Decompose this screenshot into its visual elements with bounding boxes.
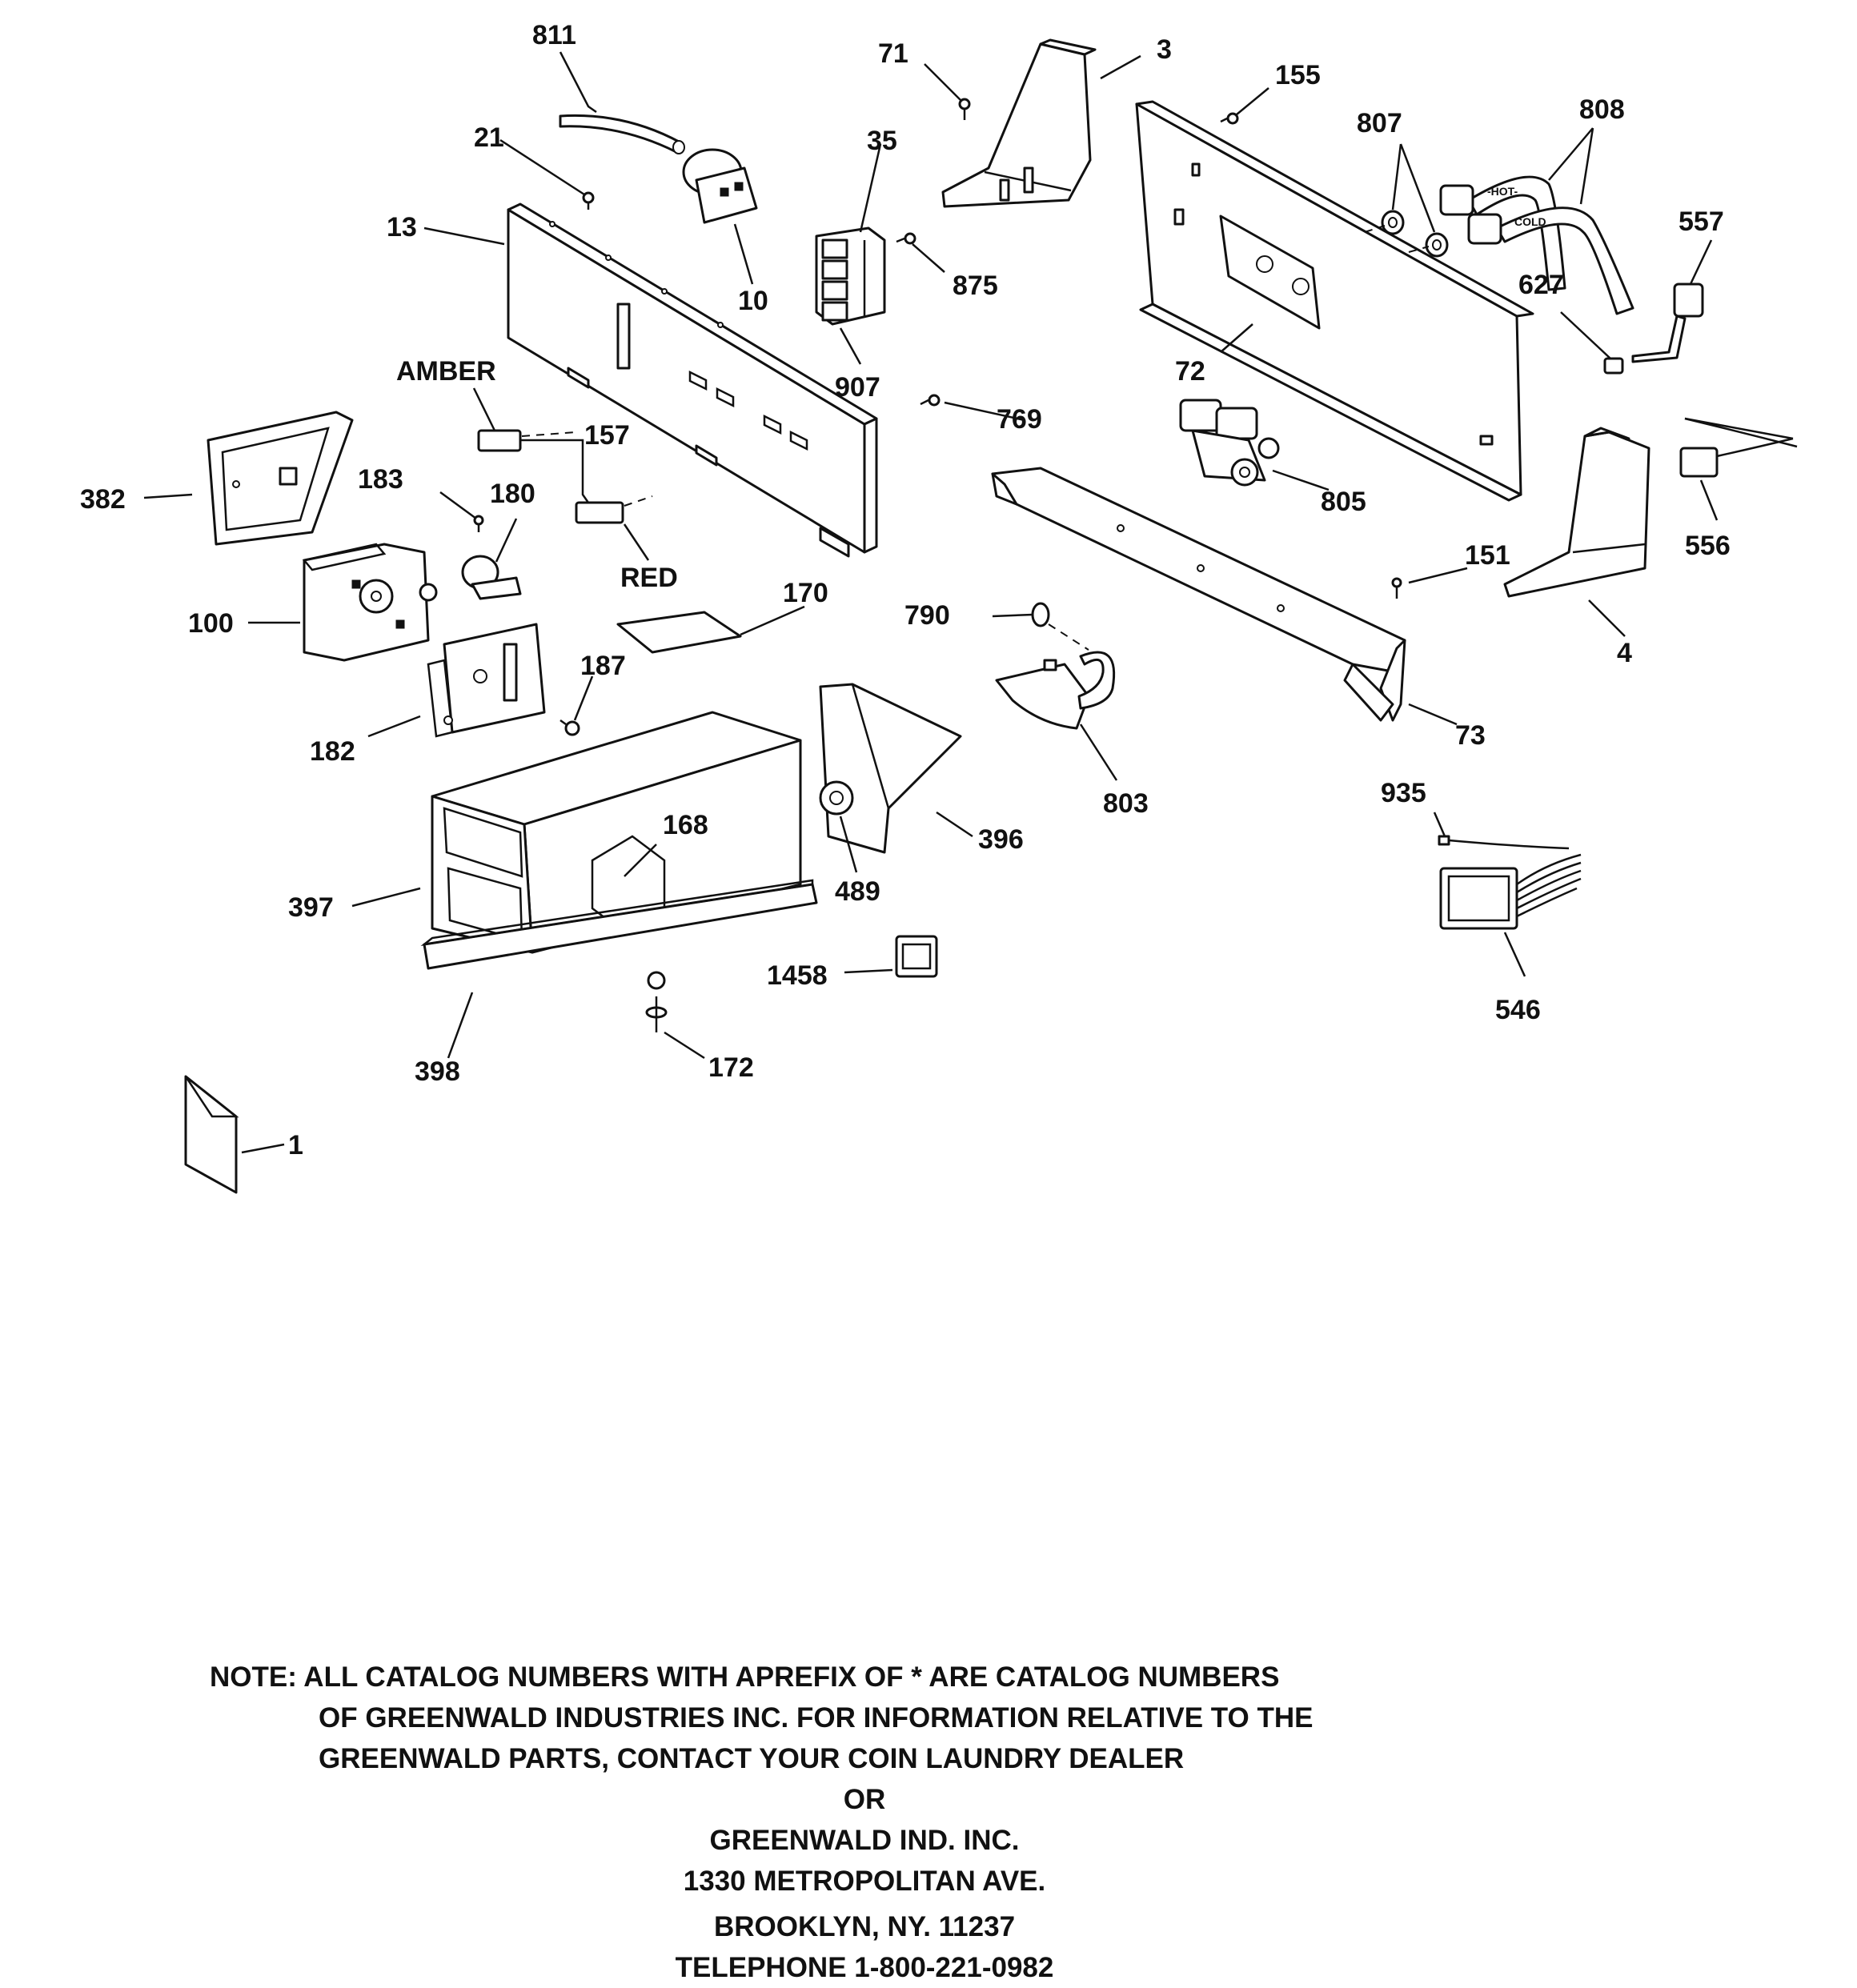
hose-hot-marking: -HOT- xyxy=(1487,185,1518,198)
callout-187: 187 xyxy=(580,651,626,681)
callout-396: 396 xyxy=(978,824,1024,855)
callout-182: 182 xyxy=(310,736,355,767)
callout-811: 811 xyxy=(532,20,576,50)
part-1458-connector xyxy=(895,935,938,978)
callout-803: 803 xyxy=(1103,788,1149,819)
part-875-screw xyxy=(896,232,916,245)
part-1-manual-envelope xyxy=(184,1075,239,1194)
callout-808: 808 xyxy=(1579,94,1625,125)
callout-170: 170 xyxy=(783,578,828,608)
callout-151: 151 xyxy=(1465,540,1510,571)
callout-21: 21 xyxy=(474,122,504,153)
part-398-base-plate xyxy=(420,879,818,970)
part-935-wire-harness xyxy=(1438,835,1582,930)
callout-172: 172 xyxy=(708,1052,754,1083)
part-396-shield xyxy=(819,683,962,854)
callout-3: 3 xyxy=(1157,34,1172,65)
company-street: 1330 METROPOLITAN AVE. xyxy=(683,1866,1046,1897)
callout-769: 769 xyxy=(997,404,1042,435)
callout-35: 35 xyxy=(867,126,897,156)
leader-lines xyxy=(143,51,1719,1154)
callout-72: 72 xyxy=(1175,356,1205,387)
part-73-support-rail xyxy=(991,467,1406,722)
part-21-screw xyxy=(582,191,595,210)
callout-1458: 1458 xyxy=(767,960,828,991)
callout-168: 168 xyxy=(663,810,708,840)
part-187-screw xyxy=(560,719,580,736)
company-city: BROOKLYN, NY. 11237 xyxy=(713,1911,1016,1942)
callout-805: 805 xyxy=(1321,487,1366,517)
note-line-2: OF GREENWALD INDUSTRIES INC. FOR INFORMA… xyxy=(319,1702,1314,1733)
callout-labels: 811 21 13 10 35 875 907 71 3 155 807 808… xyxy=(80,20,1731,1160)
part-808-fill-hoses: -HOT- COLD xyxy=(1439,175,1634,315)
part-170-card xyxy=(616,611,742,654)
part-807-washers xyxy=(1364,210,1449,258)
part-382-lens xyxy=(207,411,354,546)
callout-71: 71 xyxy=(878,38,908,69)
callout-amber: AMBER xyxy=(396,356,496,387)
part-100-timer xyxy=(302,543,438,662)
part-71-screw xyxy=(958,98,971,120)
part-769-screw xyxy=(920,394,941,407)
part-182-bracket xyxy=(427,623,546,738)
callout-875: 875 xyxy=(953,271,998,301)
note-line-1: NOTE: ALL CATALOG NUMBERS WITH APREFIX O… xyxy=(210,1661,1280,1693)
part-35-switch-block xyxy=(815,226,886,326)
callout-382: 382 xyxy=(80,484,126,515)
callout-807: 807 xyxy=(1357,108,1402,138)
callout-100: 100 xyxy=(188,608,234,639)
callout-397: 397 xyxy=(288,892,334,923)
part-10-pressure-switch xyxy=(682,148,758,224)
company-name: GREENWALD IND. INC. xyxy=(709,1825,1020,1856)
callout-627: 627 xyxy=(1518,270,1564,300)
callout-183: 183 xyxy=(358,464,403,495)
part-180-switch xyxy=(461,555,522,600)
part-183-screw xyxy=(473,515,484,532)
note-or: OR xyxy=(843,1784,886,1815)
company-phone: TELEPHONE 1-800-221-0982 xyxy=(675,1952,1054,1983)
callout-10: 10 xyxy=(738,286,768,316)
callout-180: 180 xyxy=(490,479,535,509)
part-557-component xyxy=(1631,283,1704,363)
callout-556: 556 xyxy=(1685,531,1731,561)
part-803-inlet-hose xyxy=(995,651,1116,730)
callout-red: RED xyxy=(620,563,678,593)
part-157-red-light xyxy=(575,495,653,524)
hose-cold-marking: COLD xyxy=(1514,215,1546,228)
callout-155: 155 xyxy=(1275,60,1321,90)
part-155-screw xyxy=(1220,112,1239,125)
part-489-knob xyxy=(819,780,854,816)
callout-73: 73 xyxy=(1455,720,1486,751)
callout-13: 13 xyxy=(387,212,417,242)
part-790-clamp xyxy=(1031,602,1089,651)
callout-157: 157 xyxy=(584,420,630,451)
part-3-end-cap xyxy=(941,38,1097,208)
callout-557: 557 xyxy=(1679,206,1724,237)
callout-935: 935 xyxy=(1381,778,1426,808)
callout-790: 790 xyxy=(904,600,950,631)
part-805-water-valve xyxy=(1179,399,1280,487)
part-151-screw xyxy=(1391,577,1402,599)
callout-1: 1 xyxy=(288,1130,303,1160)
callout-398: 398 xyxy=(415,1056,460,1087)
callout-546: 546 xyxy=(1495,995,1541,1025)
part-13-control-panel xyxy=(507,202,878,558)
callout-489: 489 xyxy=(835,876,880,907)
part-556-connector xyxy=(1679,417,1798,478)
part-172-foot xyxy=(645,971,668,1032)
part-627-clip xyxy=(1603,357,1624,375)
part-4-end-cap xyxy=(1503,427,1650,598)
part-811-hose xyxy=(559,114,685,154)
part-72-backsplash xyxy=(1135,100,1534,502)
note-line-3: GREENWALD PARTS, CONTACT YOUR COIN LAUND… xyxy=(319,1743,1185,1774)
callout-907: 907 xyxy=(835,372,880,403)
callout-4: 4 xyxy=(1617,638,1632,668)
